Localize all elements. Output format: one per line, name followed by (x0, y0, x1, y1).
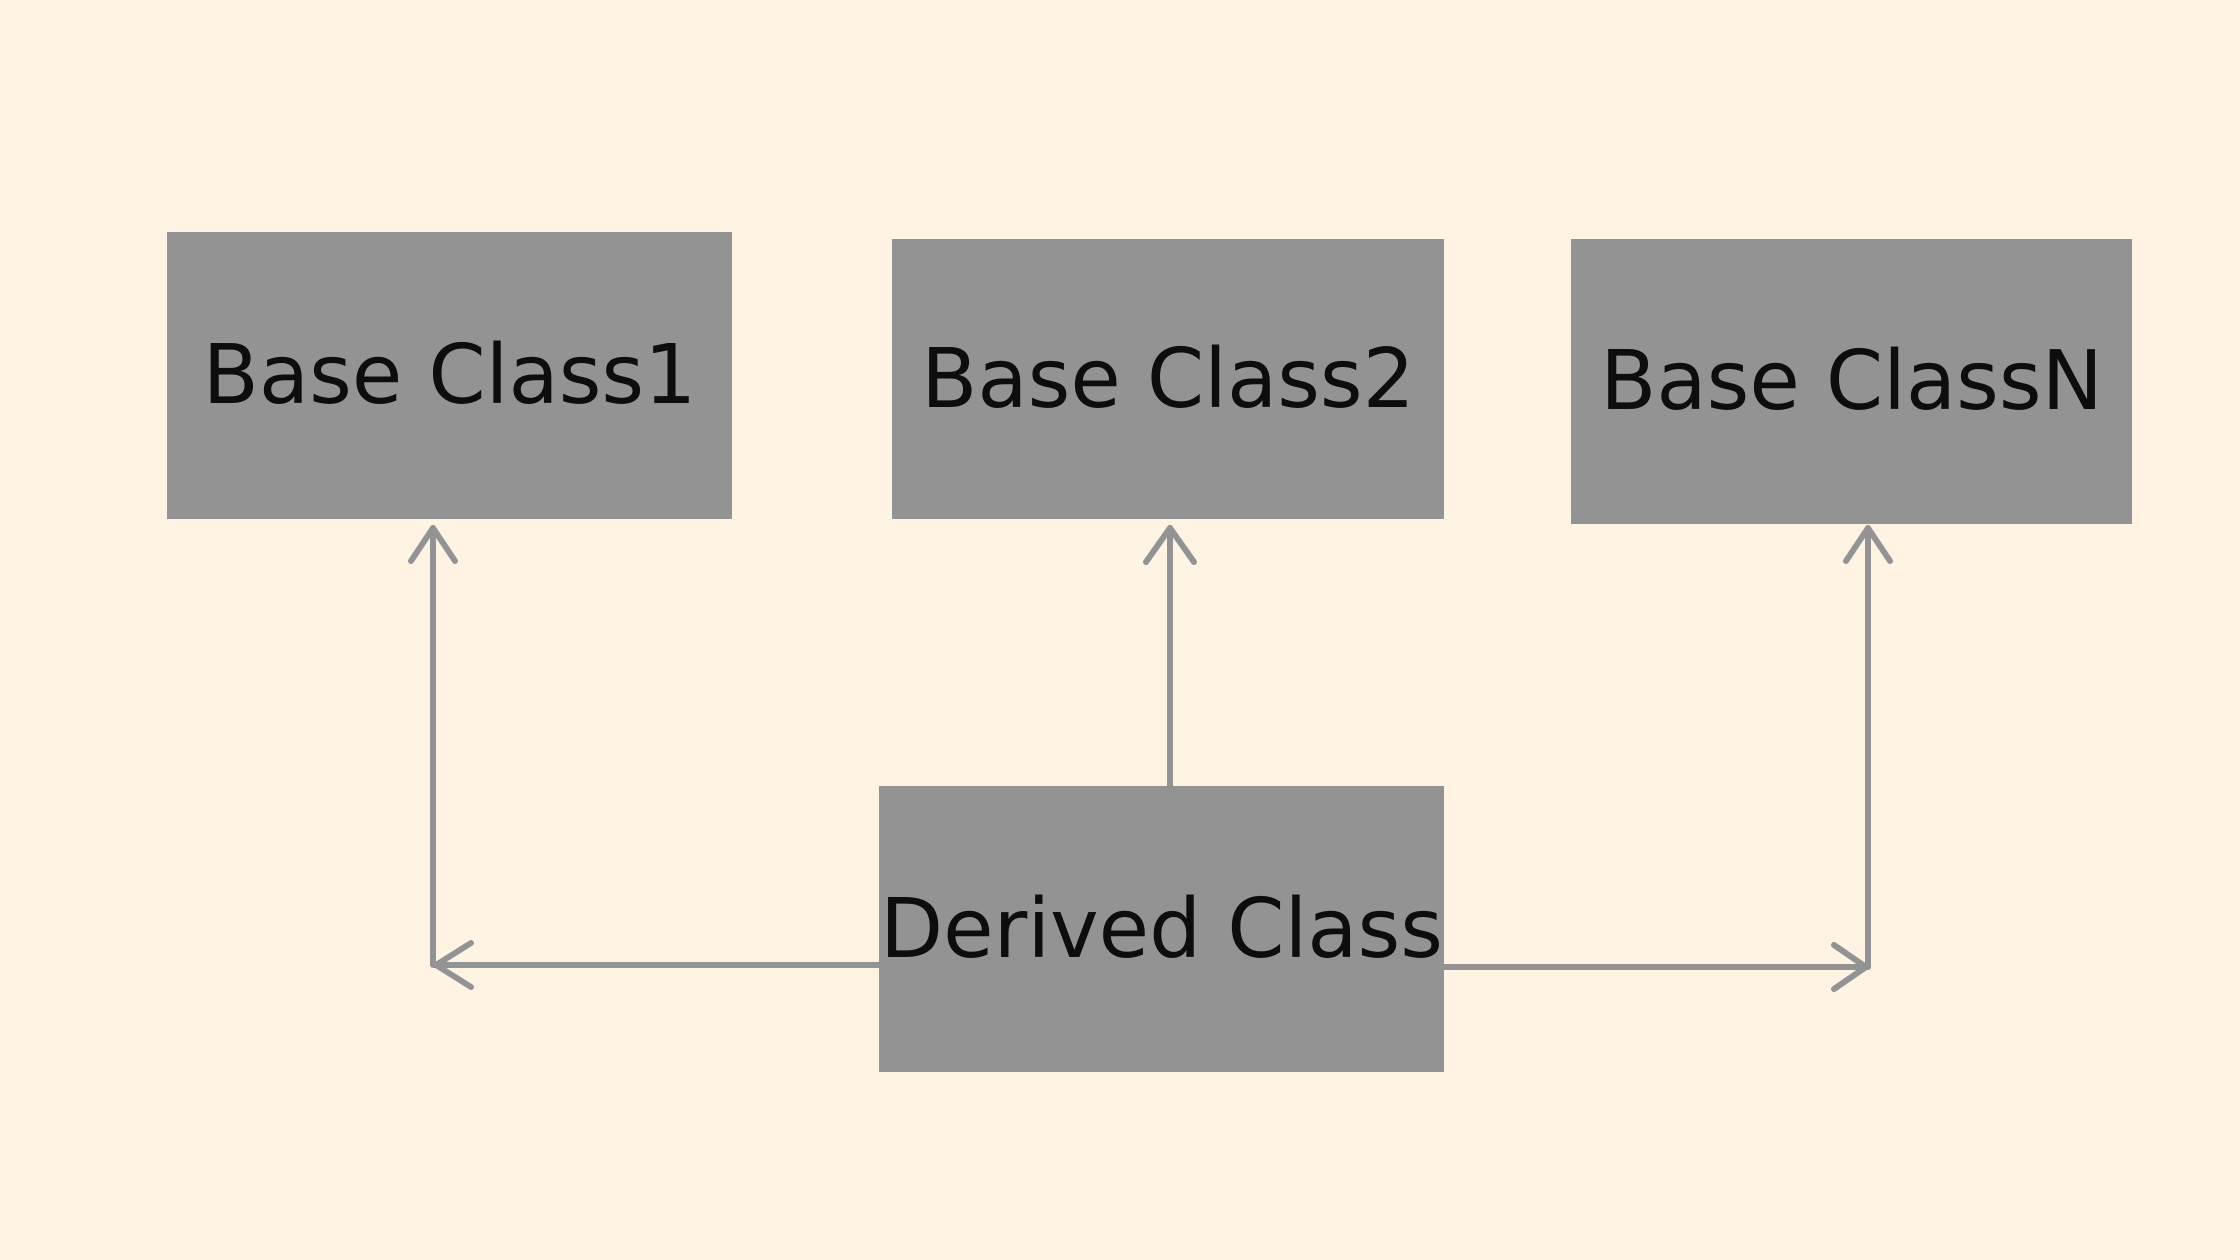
derived-class-box: Derived Class (879, 786, 1444, 1072)
edge-derived-to-baseN (1441, 525, 1893, 992)
edge-derived-to-baseN-right-arrowhead (1831, 942, 1869, 992)
base-class-1-box: Base Class1 (167, 232, 732, 519)
edge-derived-to-baseN-arrowhead (1843, 525, 1893, 564)
base-class-2-box: Base Class2 (892, 239, 1444, 519)
edge-derived-to-base1-left-arrowhead (433, 940, 474, 990)
edge-derived-to-base1 (408, 525, 882, 990)
base-class-n-box: Base ClassN (1571, 239, 2132, 524)
base-class-1-label: Base Class1 (202, 328, 697, 423)
base-class-n-label: Base ClassN (1600, 334, 2103, 429)
edge-derived-to-base2-arrowhead (1143, 525, 1197, 565)
base-class-2-label: Base Class2 (921, 331, 1415, 427)
derived-class-label: Derived Class (880, 881, 1443, 977)
edge-derived-to-base2 (1143, 525, 1197, 789)
edge-derived-to-base1-arrowhead (408, 525, 458, 564)
